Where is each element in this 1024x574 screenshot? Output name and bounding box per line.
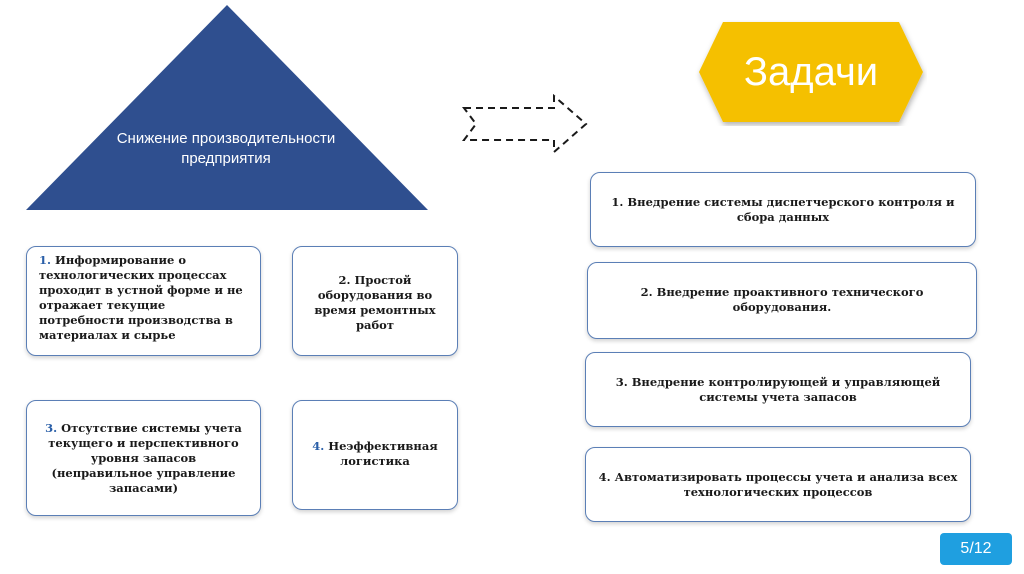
tasks-hexagon: Задачи [695, 20, 927, 126]
triangle-shape [26, 5, 428, 210]
page-number-badge: 5/12 [940, 533, 1012, 565]
problem-text: Отсутствие системы учета текущего и перс… [48, 421, 242, 495]
task-text: 1. Внедрение системы диспетчерского конт… [611, 195, 955, 224]
problem-text: 2. Простой оборудования во время ремонтн… [314, 273, 436, 332]
problem-triangle: Снижение производительности предприятия [26, 5, 428, 210]
task-box-3: 3. Внедрение контролирующей и управляюще… [585, 352, 971, 427]
problem-text: Неэффективная логистика [324, 439, 438, 468]
dashed-arrow-icon [462, 94, 588, 154]
task-box-1: 1. Внедрение системы диспетчерского конт… [590, 172, 976, 247]
problem-number: 4. [312, 439, 325, 453]
problem-box-2: 2. Простой оборудования во время ремонтн… [292, 246, 458, 356]
task-text: 3. Внедрение контролирующей и управляюще… [615, 375, 941, 404]
task-text: 2. Внедрение проактивного технического о… [640, 285, 924, 314]
problem-box-3: 3. Отсутствие системы учета текущего и п… [26, 400, 261, 516]
problem-number: 3. [45, 421, 58, 435]
hexagon-shape [699, 22, 923, 122]
problem-box-4: 4. Неэффективная логистика [292, 400, 458, 510]
task-box-2: 2. Внедрение проактивного технического о… [587, 262, 977, 339]
problem-text: Информирование о технологических процесс… [39, 253, 243, 342]
problem-box-1: 1. Информирование о технологических проц… [26, 246, 261, 356]
hexagon-label: Задачи [743, 50, 879, 94]
problem-number: 1. [39, 253, 52, 267]
task-box-4: 4. Автоматизировать процессы учета и ана… [585, 447, 971, 522]
triangle-label: Снижение производительности предприятия [116, 130, 336, 167]
task-text: 4. Автоматизировать процессы учета и ана… [598, 470, 958, 499]
